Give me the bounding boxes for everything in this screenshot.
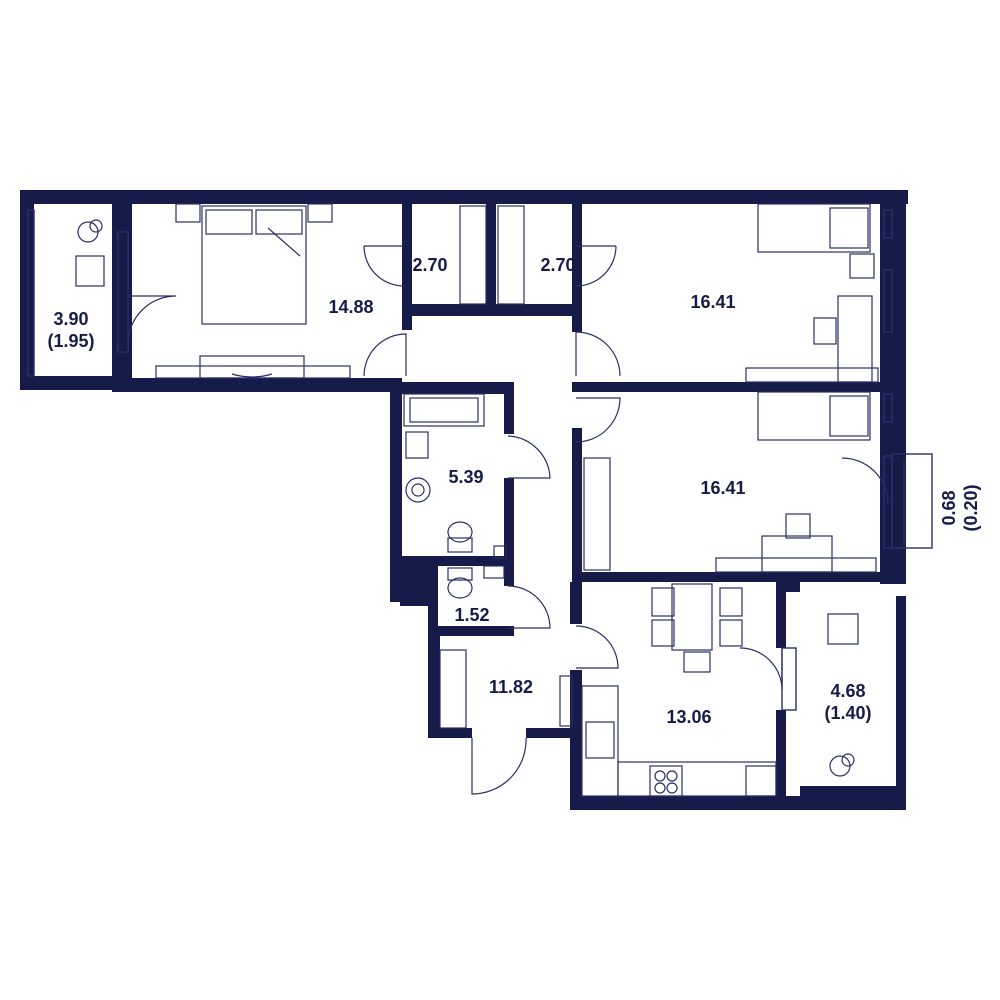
doors [127,245,889,795]
room-area-balcony-right: 4.68 (1.40) [808,680,888,724]
area-value: 0.68 [939,490,959,526]
area-value: 5.39 [448,467,484,487]
area-sub-value: (1.40) [824,703,872,723]
room-area-bedroom-top-right: 16.41 [676,291,750,313]
room-area-balcony-small: 0.68 (0.20) [938,468,982,548]
room-area-closet-left: 2.70 [400,254,460,276]
area-value: 13.06 [666,707,712,727]
plant-icon [77,219,855,777]
area-value: 16.41 [700,478,746,498]
area-value: 14.88 [328,297,374,317]
room-area-bedroom-main: 14.88 [316,296,386,318]
room-area-closet-right: 2.70 [528,254,588,276]
area-value: 4.68 [830,681,866,701]
room-area-bedroom-mid-right: 16.41 [686,477,760,499]
room-area-bathroom: 5.39 [436,466,496,488]
room-area-hallway: 11.82 [478,676,544,698]
area-value: 2.70 [540,255,576,275]
area-value: 3.90 [53,309,89,329]
room-area-kitchen: 13.06 [652,706,726,728]
area-value: 11.82 [488,677,534,697]
room-area-balcony-left: 3.90 (1.95) [30,308,112,352]
area-value: 2.70 [412,255,448,275]
windows [27,209,933,711]
area-sub-value: (1.95) [47,331,95,351]
walls [20,190,908,810]
area-value: 1.52 [454,605,490,625]
furniture [75,203,879,797]
area-value: 16.41 [690,292,736,312]
room-area-toilet: 1.52 [444,604,500,626]
area-sub-value: (0.20) [961,484,981,532]
